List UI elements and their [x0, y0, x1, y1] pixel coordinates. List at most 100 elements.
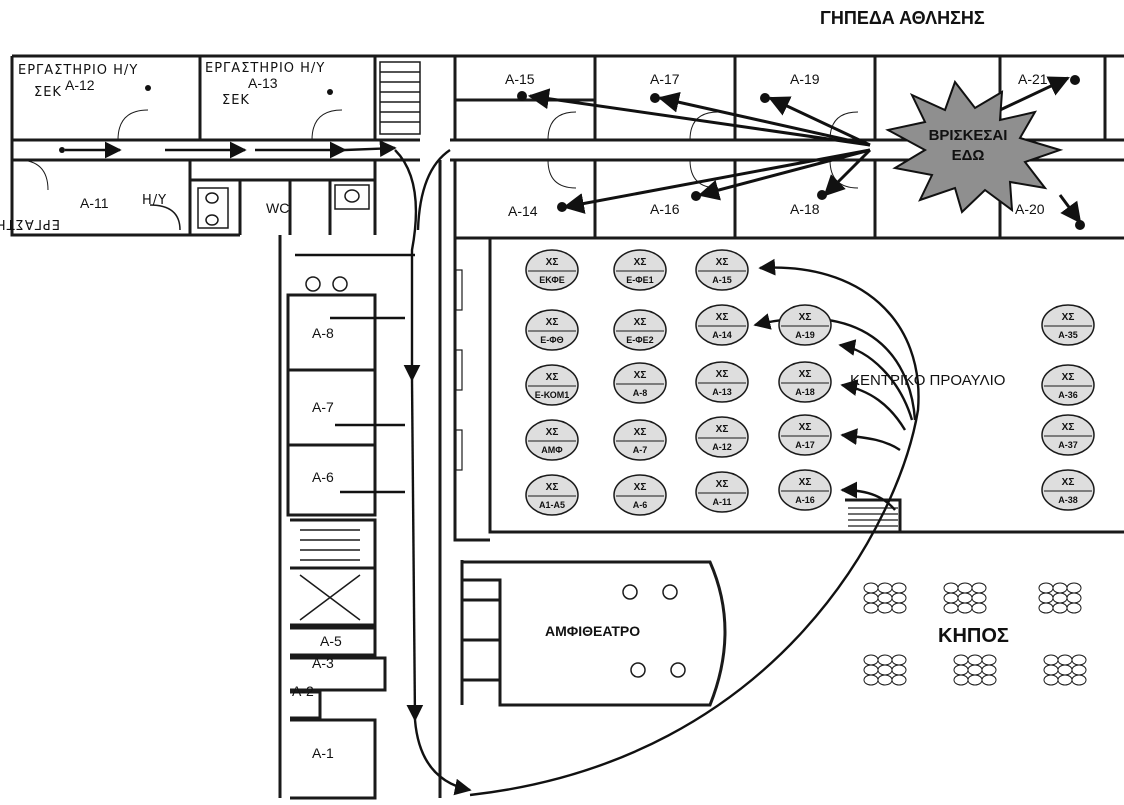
- left-wing-walls: [278, 160, 442, 800]
- assembly-point: ΧΣ A1-A5: [525, 474, 579, 516]
- room-a18: A-18: [790, 201, 820, 217]
- assembly-point-code: ΧΣ: [634, 482, 647, 493]
- assembly-point-code: ΧΣ: [1062, 422, 1075, 433]
- assembly-point-room: A1-A5: [539, 500, 565, 510]
- assembly-point-room: A-14: [712, 330, 732, 340]
- courtyard-steps: [848, 507, 898, 527]
- assembly-point: ΧΣA-18: [778, 361, 832, 403]
- assembly-point-room: ΑΜΦ: [541, 445, 563, 455]
- room-a21: A-21: [1018, 71, 1048, 87]
- restroom-symbols: [305, 276, 348, 292]
- assembly-point-room: A-8: [633, 388, 648, 398]
- assembly-point-room: A-19: [795, 330, 815, 340]
- room-a1: A-1: [312, 745, 334, 761]
- assembly-point: ΧΣ ΑΜΦ: [525, 419, 579, 461]
- assembly-point: ΧΣA-8: [613, 362, 667, 404]
- lab-a12-label: ΕΡΓΑΣΤΗΡΙΟ Η/Υ: [18, 63, 138, 78]
- column-marks: [455, 269, 463, 471]
- arrows-to-you-are-here: [527, 76, 1082, 224]
- room-a13: A-13: [248, 75, 278, 91]
- shrub: [1043, 654, 1087, 686]
- lab-a11-label: Η/Υ: [142, 193, 167, 208]
- room-wc: WC: [266, 200, 289, 216]
- assembly-point: ΧΣ A-38: [1041, 469, 1095, 511]
- assembly-point-room: A-15: [712, 275, 732, 285]
- room-a14: A-14: [508, 203, 538, 219]
- assembly-point-code: ΧΣ: [634, 317, 647, 328]
- assembly-point: ΧΣ A-17: [778, 414, 832, 456]
- assembly-point-code: ΧΣ: [716, 479, 729, 490]
- room-a7: A-7: [312, 399, 334, 415]
- you-are-here-line1: ΒΡΙΣΚΕΣΑΙ: [929, 127, 1008, 144]
- assembly-point-code: ΧΣ: [716, 312, 729, 323]
- room-a19: A-19: [790, 71, 820, 87]
- assembly-point-room: Ε-ΦΕ2: [626, 335, 653, 345]
- garden-shrubs: [863, 582, 1087, 686]
- shrub: [943, 582, 987, 614]
- lab-a12-sub: ΣΕΚ: [34, 85, 62, 100]
- assembly-point-code: ΧΣ: [799, 422, 812, 433]
- assembly-point: ΧΣ Ε-ΚΟΜ1: [525, 364, 579, 406]
- assembly-point-room: Ε-ΚΟΜ1: [535, 390, 570, 400]
- room-a16: A-16: [650, 201, 680, 217]
- garden-label: ΚΗΠΟΣ: [938, 625, 1009, 647]
- you-are-here-marker: ΒΡΙΣΚΕΣΑΙ ΕΔΩ: [885, 79, 1064, 214]
- assembly-point-room: A-36: [1058, 390, 1078, 400]
- assembly-point-code: ΧΣ: [799, 369, 812, 380]
- assembly-point-room: A-38: [1058, 495, 1078, 505]
- assembly-point-room: A-37: [1058, 440, 1078, 450]
- shrub: [953, 654, 997, 686]
- assembly-point-room: A-13: [712, 387, 732, 397]
- lab-a13-sub: ΣΕΚ: [222, 93, 250, 108]
- room-a3: A-3: [312, 655, 334, 671]
- assembly-point-room: A-6: [633, 500, 648, 510]
- assembly-point-code: ΧΣ: [546, 427, 559, 438]
- evacuation-routes: [65, 140, 920, 797]
- assembly-point: ΧΣ A-13: [695, 361, 749, 403]
- you-are-here-line2: ΕΔΩ: [952, 147, 985, 164]
- assembly-point: ΧΣ Ε-ΦΘ: [525, 309, 579, 351]
- assembly-point: ΧΣ A-36: [1041, 364, 1095, 406]
- assembly-point-room: ΕΚΦΕ: [539, 275, 564, 285]
- assembly-point: ΧΣ A-11: [695, 471, 749, 513]
- assembly-point-code: ΧΣ: [546, 317, 559, 328]
- assembly-point-code: ΧΣ: [546, 482, 559, 493]
- assembly-point-code: ΧΣ: [546, 372, 559, 383]
- assembly-point: ΧΣ A-7: [613, 419, 667, 461]
- amphitheater-label: ΑΜΦΙΘΕΑΤΡΟ: [545, 623, 640, 639]
- assembly-point-room: A-7: [633, 445, 648, 455]
- assembly-point: ΧΣ A-14: [695, 304, 749, 346]
- room-a11: A-11: [80, 195, 109, 211]
- assembly-point-code: ΧΣ: [634, 427, 647, 438]
- room-a15: A-15: [505, 71, 535, 87]
- assembly-point-code: ΧΣ: [1062, 477, 1075, 488]
- assembly-point-code: ΧΣ: [1062, 372, 1075, 383]
- room-a2: A-2: [292, 683, 314, 699]
- assembly-point-code: ΧΣ: [716, 369, 729, 380]
- lab-a13-label: ΕΡΓΑΣΤΗΡΙΟ Η/Υ: [205, 61, 325, 76]
- assembly-point-room: A-11: [712, 497, 731, 507]
- assembly-point-code: ΧΣ: [716, 424, 729, 435]
- assembly-point: ΧΣA-12: [695, 416, 749, 458]
- courtyard-walls: [453, 238, 1124, 542]
- assembly-point-code: ΧΣ: [1062, 312, 1075, 323]
- door-arcs: [17, 109, 859, 191]
- amphitheater-seats: [622, 584, 686, 678]
- assembly-point-room: A-17: [795, 440, 815, 450]
- room-a5: A-5: [320, 633, 342, 649]
- stairs-top: [379, 61, 421, 135]
- assembly-point: ΧΣ A-37: [1041, 414, 1095, 456]
- shrub: [863, 654, 907, 686]
- room-a12: A-12: [65, 77, 95, 93]
- assembly-point-room: Ε-ΦΘ: [540, 335, 563, 345]
- assembly-point: ΧΣA-16: [778, 469, 832, 511]
- shrub: [1038, 582, 1082, 614]
- assembly-point: ΧΣ A-6: [613, 474, 667, 516]
- assembly-point: ΧΣ Ε-ΦΕ2: [613, 309, 667, 351]
- sports-fields-title: ΓΗΠΕΔΑ ΑΘΛΗΣΗΣ: [820, 8, 985, 28]
- assembly-point-room: Ε-ΦΕ1: [626, 275, 653, 285]
- assembly-point-code: ΧΣ: [799, 477, 812, 488]
- room-a6: A-6: [312, 469, 334, 485]
